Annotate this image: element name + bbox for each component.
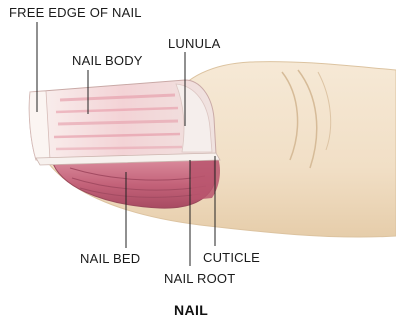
free-edge-label: FREE EDGE OF NAIL — [9, 5, 142, 20]
lunula-label: LUNULA — [168, 36, 221, 51]
nail-body-label: NAIL BODY — [72, 53, 143, 68]
nail-root-label: NAIL ROOT — [164, 271, 235, 286]
nail-bed-label: NAIL BED — [80, 251, 140, 266]
free-edge-shape — [29, 91, 50, 160]
cuticle-label: CUTICLE — [203, 250, 260, 265]
diagram-title: NAIL — [174, 302, 208, 318]
